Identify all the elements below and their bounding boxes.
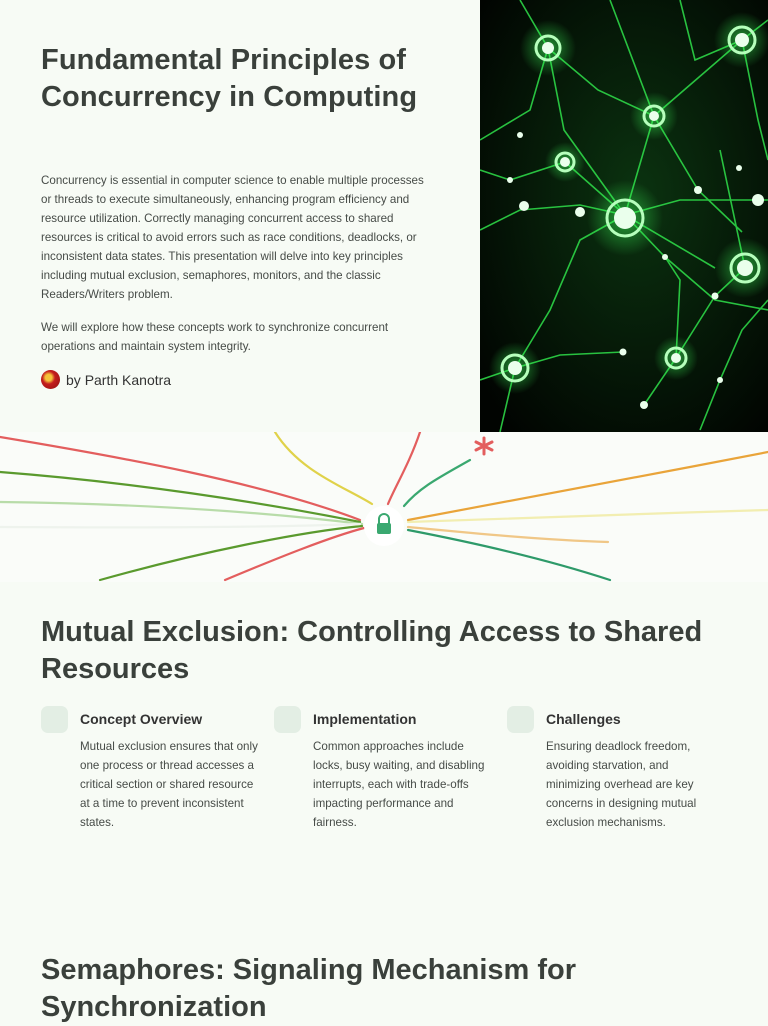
card-challenges: Challenges Ensuring deadlock freedom, av… (507, 706, 740, 832)
card-title: Challenges (546, 711, 621, 727)
hero-text: Fundamental Principles of Concurrency in… (41, 42, 436, 116)
lock-icon (377, 513, 391, 534)
section-title-mutual-exclusion: Mutual Exclusion: Controlling Access to … (41, 616, 703, 685)
card-text: Mutual exclusion ensures that only one p… (80, 740, 258, 829)
author-byline: by Parth Kanotra (41, 370, 171, 389)
card-icon (41, 706, 68, 733)
card-title: Implementation (313, 711, 417, 727)
author-name: by Parth Kanotra (66, 371, 172, 388)
card-concept-overview: Concept Overview Mutual exclusion ensure… (41, 706, 274, 832)
card-title: Concept Overview (80, 711, 203, 727)
intro-paragraph-2: We will explore how these concepts work … (41, 321, 389, 353)
card-implementation: Implementation Common approaches include… (274, 706, 507, 832)
network-image (480, 0, 768, 432)
hero-section: Fundamental Principles of Concurrency in… (0, 0, 768, 432)
card-icon (274, 706, 301, 733)
section-title-semaphores: Semaphores: Signaling Mechanism for Sync… (41, 954, 576, 1023)
card-icon (507, 706, 534, 733)
page-title: Fundamental Principles of Concurrency in… (41, 44, 418, 113)
lock-convergence-illustration (0, 432, 768, 582)
intro-paragraph: Concurrency is essential in computer sci… (41, 174, 424, 301)
avatar (41, 370, 60, 389)
card-text: Common approaches include locks, busy wa… (313, 740, 485, 829)
card-text: Ensuring deadlock freedom, avoiding star… (546, 740, 697, 829)
mutual-exclusion-cards: Concept Overview Mutual exclusion ensure… (41, 706, 741, 832)
